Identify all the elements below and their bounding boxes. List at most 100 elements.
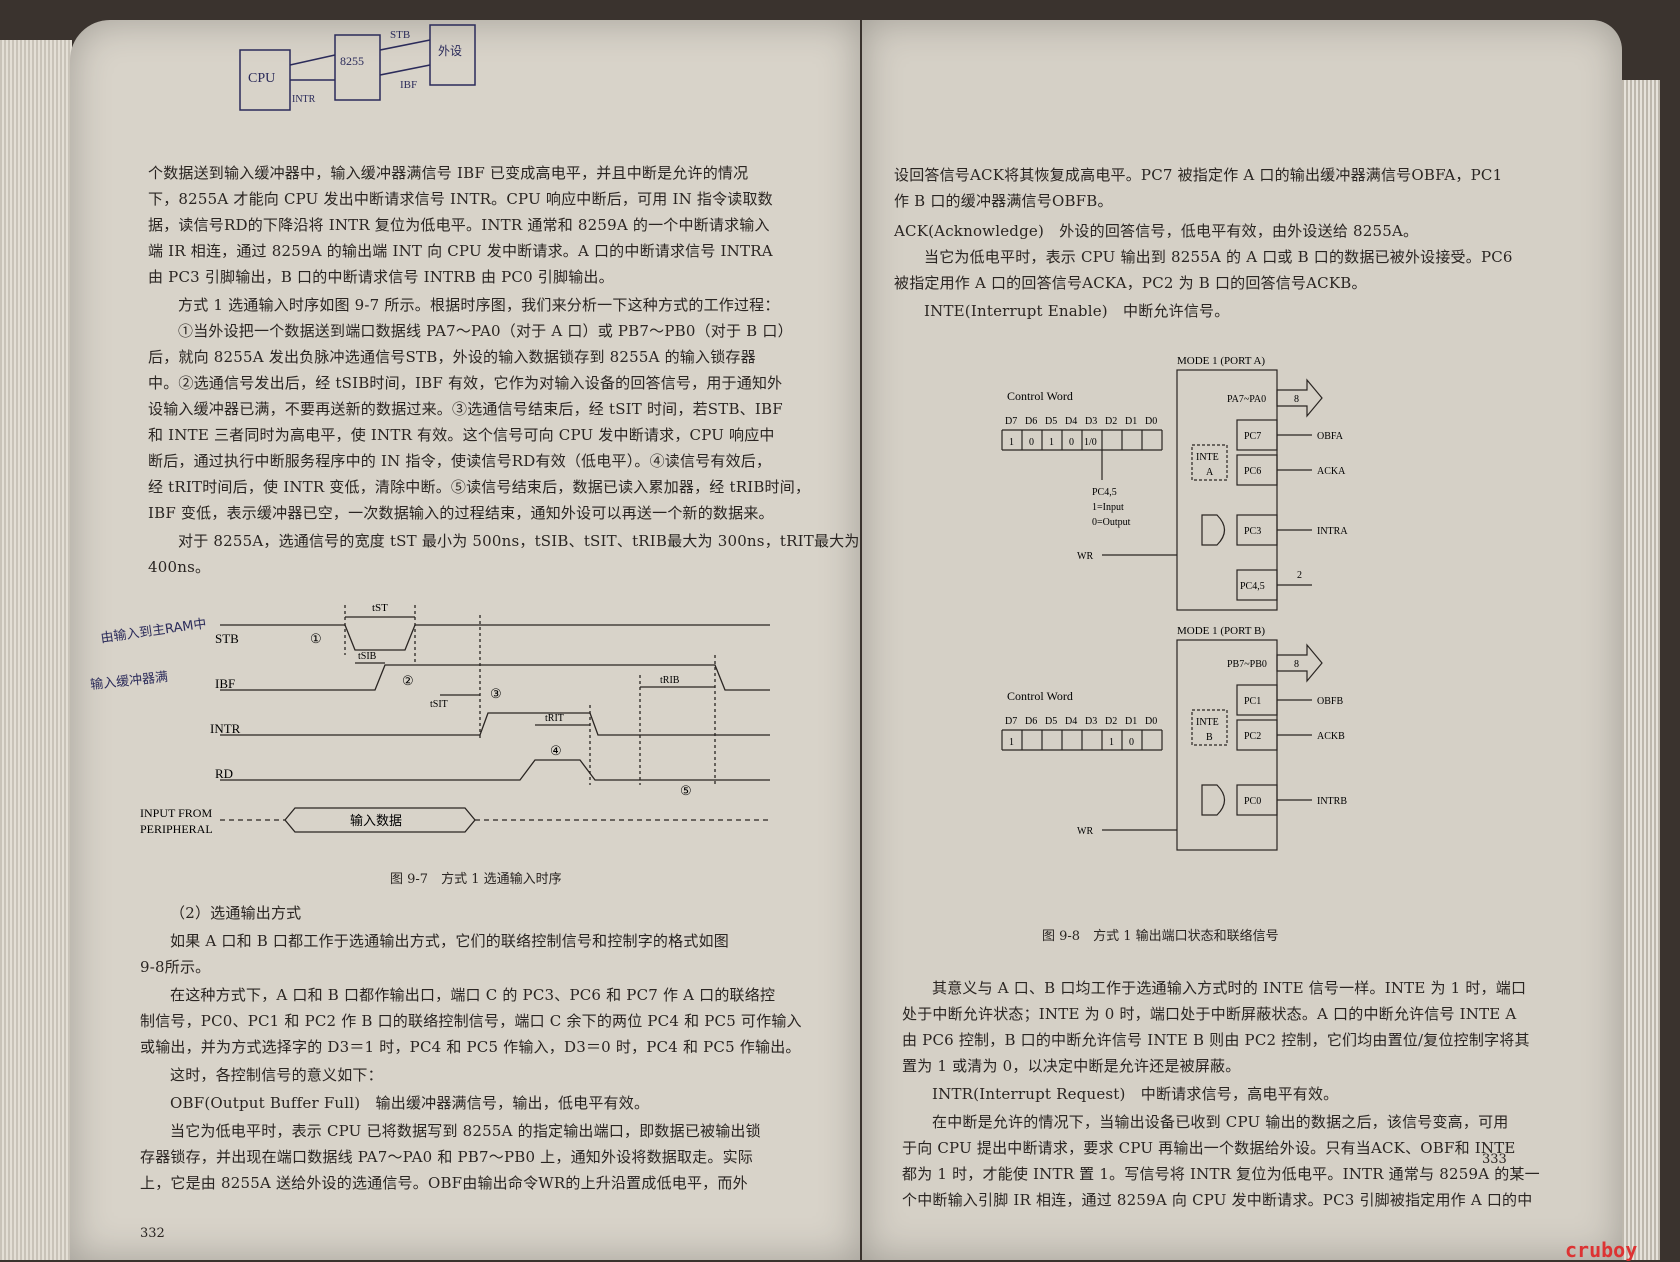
paragraph-line: 上，它是由 8255A 送给外设的选通信号。OBF由输出命令WR的上升沿置成低电… [140,1174,748,1192]
dlabel-d5b: D5 [1045,716,1057,727]
signal-rd: RD [215,766,233,781]
handwritten-sketch: CPU 8255 STB IBF INTR 外设 [239,24,476,111]
paragraph-line: 和 INTE 三者同时为高电平，使 INTR 有效。这个信号可向 CPU 发中断… [148,426,775,444]
paragraph-line: 端 IR 相连，通过 8259A 的输出端 INT 向 CPU 发中断请求。A … [148,242,773,260]
inte-a-sub: A [1206,467,1214,478]
pc2-label: PC2 [1244,731,1261,742]
paragraph-line: 断后，通过执行中断服务程序中的 IN 指令，使读信号RD有效（低电平）。④读信号… [148,452,772,470]
paragraph-line: 如果 A 口和 B 口都工作于选通输出方式，它们的联络控制信号和控制字的格式如图 [170,932,729,950]
right-page: 设回答信号ACK将其恢复成高电平。PC7 被指定作 A 口的输出缓冲器满信号OB… [862,20,1622,1260]
page-number-right: 333 [1482,1152,1507,1167]
signal-stb: STB [215,631,239,646]
watermark: cruboy [1565,1238,1638,1262]
paragraph-line: 个数据送到输入缓冲器中，输入缓冲器满信号 IBF 已变成高电平，并且中断是允许的… [148,164,749,182]
paragraph-line: INTR(Interrupt Request) 中断请求信号，高电平有效。 [932,1085,1339,1103]
ackb-label: ACKB [1317,731,1345,742]
pc1-label: PC1 [1244,696,1261,707]
inte-b-label: INTE [1196,717,1219,728]
paragraph-line: ACK(Acknowledge) 外设的回答信号，低电平有效，由外设送给 825… [894,222,1419,240]
sketch-8255: 8255 [340,54,364,68]
bus-width-b: 8 [1294,659,1299,670]
paragraph-line: 存器锁存，并出现在端口数据线 PA7～PA0 和 PB7～PB0 上，通知外设将… [140,1148,753,1166]
output-label: 0=Output [1092,517,1131,528]
control-word-b: Control Word [1007,689,1073,703]
paragraph-line: OBF(Output Buffer Full) 输出缓冲器满信号，输出，低电平有… [170,1094,650,1112]
paragraph-line: 由 PC6 控制，B 口的中断允许信号 INTE B 则由 PC2 控制，它们均… [902,1031,1530,1049]
paragraph-line: 于向 CPU 提出中断请求，要求 CPU 再输出一个数据给外设。只有当ACK、O… [902,1139,1516,1157]
bit-b-2: 1 [1109,737,1114,748]
dlabel-d3: D3 [1085,416,1097,427]
pc0-label: PC0 [1244,796,1261,807]
dlabel-d0b: D0 [1145,716,1157,727]
paragraph-line: 9-8所示。 [140,958,211,976]
paragraph-line: 据，读信号RD的下降沿将 INTR 复位为低电平。INTR 通常和 8259A … [148,216,770,234]
paragraph-line: INTE(Interrupt Enable) 中断允许信号。 [924,302,1230,320]
bit-a-5: 1 [1049,437,1054,448]
input-label: 1=Input [1092,502,1124,513]
paragraph-line: 作 B 口的缓冲器满信号OBFB。 [894,192,1113,210]
paragraph-line: 中。②选通信号发出后，经 tSIB时间，IBF 有效，它作为对输入设备的回答信号… [148,374,783,392]
label-c4: ④ [550,743,562,758]
dlabel-d6b: D6 [1025,716,1037,727]
pc6-label: PC6 [1244,466,1261,477]
bit-a-6: 0 [1029,437,1034,448]
inte-b-sub: B [1206,732,1213,743]
paragraph-line: ①当外设把一个数据送到端口数据线 PA7～PA0（对于 A 口）或 PB7～PB… [178,322,793,340]
left-page-edges [0,40,72,1260]
timing-diagram: STB IBF INTR RD tST tSIB tSIT tRIT tRIB … [140,602,770,836]
pc45-label: PC4,5 [1092,487,1117,498]
paragraph-line: 对于 8255A，选通信号的宽度 tST 最小为 500ns，tSIB、tSIT… [178,532,860,550]
pc45b-label: PC4,5 [1240,581,1265,592]
label-trib: tRIB [660,675,680,686]
dlabel-d4b: D4 [1065,716,1077,727]
dlabel-d1b: D1 [1125,716,1137,727]
left-page: CPU 8255 STB IBF INTR 外设 个数据送到输入缓冲器中，输入缓… [70,20,860,1260]
dlabel-d4: D4 [1065,416,1077,427]
sketch-device: 外设 [438,44,462,58]
pc3-label: PC3 [1244,526,1261,537]
fig-title-a: MODE 1 (PORT A) [1177,355,1265,367]
paragraph-line: 设回答信号ACK将其恢复成高电平。PC7 被指定作 A 口的输出缓冲器满信号OB… [894,166,1503,184]
paragraph-line: 当它为低电平时，表示 CPU 输出到 8255A 的 A 口或 B 口的数据已被… [924,248,1513,266]
paragraph-line: 个中断输入引脚 IR 相连，通过 8259A 向 CPU 发中断请求。PC3 引… [902,1191,1533,1209]
label-tsib: tSIB [358,651,377,662]
figure-caption-9-8: 图 9-8 方式 1 输出端口状态和联络信号 [1042,929,1279,944]
dlabel-d3b: D3 [1085,716,1097,727]
paragraph-line: 或输出，并为方式选择字的 D3＝1 时，PC4 和 PC5 作输入，D3＝0 时… [140,1038,801,1056]
wr-a-label: WR [1077,551,1093,562]
bit-a-7: 1 [1009,437,1014,448]
label-input-from: INPUT FROM [140,806,212,820]
mode1-output-figure: MODE 1 (PORT A) MODE 1 (PORT B) Control … [1001,355,1348,851]
control-word-a: Control Word [1007,389,1073,403]
label-tst: tST [372,602,388,614]
signal-ibf: IBF [215,676,235,691]
dlabel-d2b: D2 [1105,716,1117,727]
bit-b-1: 0 [1129,737,1134,748]
intrb-label: INTRB [1317,796,1347,807]
label-input-data: 输入数据 [350,813,402,828]
section-title: （2）选通输出方式 [170,904,302,922]
dlabel-d6: D6 [1025,416,1037,427]
fig-title-b: MODE 1 (PORT B) [1177,625,1265,637]
label-c3: ③ [490,686,502,701]
bus-width-a: 8 [1294,394,1299,405]
obfa-label: OBFA [1317,431,1344,442]
label-trit: tRIT [545,713,564,724]
dlabel-d7: D7 [1005,416,1017,427]
paragraph-line: 后，就向 8255A 发出负脉冲选通信号STB，外设的输入数据锁存到 8255A… [148,348,756,366]
paragraph-line: 方式 1 选通输入时序如图 9-7 所示。根据时序图，我们来分析一下这种方式的工… [178,296,780,314]
paragraph-line: 下，8255A 才能向 CPU 发出中断请求信号 INTR。CPU 响应中断后，… [148,190,773,208]
paragraph-line: 在这种方式下，A 口和 B 口都作输出口，端口 C 的 PC3、PC6 和 PC… [170,986,776,1004]
paragraph-line: 由 PC3 引脚输出，B 口的中断请求信号 INTRB 由 PC0 引脚输出。 [148,268,614,286]
page-number-left: 332 [140,1226,165,1241]
label-c1: ① [310,631,322,646]
sketch-intr: INTR [292,94,316,105]
dlabel-d2: D2 [1105,416,1117,427]
paragraph-line: 其意义与 A 口、B 口均工作于选通输入方式时的 INTE 信号一样。INTE … [932,979,1527,997]
sketch-ibf: IBF [400,79,417,91]
bit-b-7: 1 [1009,737,1014,748]
paragraph-line: 400ns。 [148,558,211,576]
paragraph-line: 设输入缓冲器已满，不要再送新的数据过来。③选通信号结束后，经 tSIT 时间，若… [148,400,783,418]
bit-a-3: 1/0 [1084,437,1097,448]
